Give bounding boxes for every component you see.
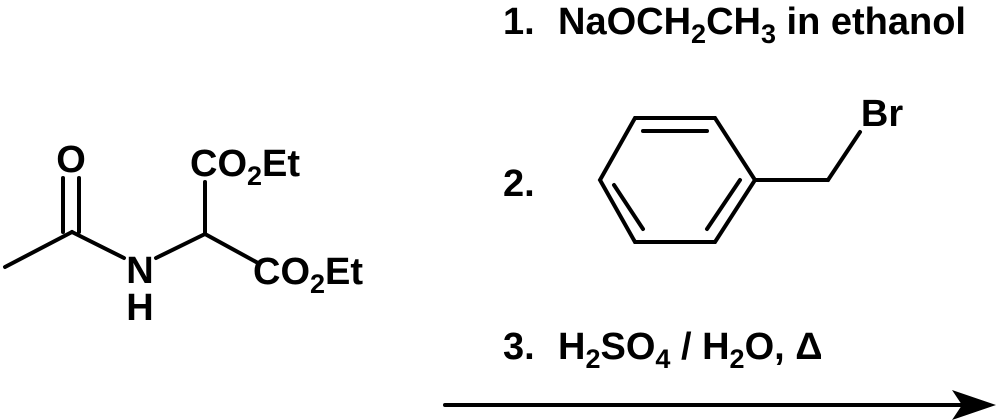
group-ester-bottom: CO2Et [253, 251, 363, 299]
step-1-segment: in ethanol [776, 1, 966, 43]
atom-bromine: Br [861, 93, 903, 135]
step-1-number: 1. [503, 1, 535, 43]
atom-carbonyl-oxygen: O [56, 139, 86, 181]
benzene-ring [597, 116, 758, 244]
step-1-conditions: NaOCH2CH3 in ethanol [558, 1, 966, 49]
ester-bottom-sub: 2 [310, 269, 325, 299]
bond-alpha-ester-bottom [203, 232, 260, 265]
step-3-segment: O, Δ [745, 326, 823, 368]
step-2: 2. Br [503, 93, 903, 244]
atom-amide-hydrogen: H [126, 287, 153, 329]
step-3-segment: 2 [585, 344, 600, 374]
step-3-segment: / H [670, 326, 729, 368]
ring-double-bond-left [612, 183, 645, 231]
ester-top-rest: Et [262, 143, 300, 185]
step-3-segment: SO [600, 326, 655, 368]
ring-double-bond-right [705, 178, 742, 231]
reactant-structure: O N H CO2Et CO2Et [3, 139, 363, 329]
step-2-number: 2. [503, 163, 535, 205]
step-3-conditions: H2SO4 / H2O, Δ [558, 326, 823, 374]
ester-top-main: CO [190, 143, 247, 185]
step-3-segment: 4 [655, 344, 670, 374]
arrow-head [952, 390, 996, 420]
reaction-arrow [443, 390, 996, 420]
step-1-segment: 2 [691, 19, 706, 49]
step-3-segment: 2 [730, 344, 745, 374]
bond-carbonyl-nitrogen [70, 230, 126, 260]
bond-methyl-carbonyl [3, 230, 74, 269]
ester-bottom-rest: Et [325, 251, 363, 293]
group-ester-top: CO2Et [190, 143, 300, 191]
step-1: 1. NaOCH2CH3 in ethanol [503, 1, 966, 49]
benzyl-bromide-structure: Br [597, 93, 903, 244]
step-3-number: 3. [503, 326, 535, 368]
step-1-segment: CH [706, 1, 761, 43]
step-3-segment: H [558, 326, 585, 368]
step-3: 3. H2SO4 / H2O, Δ [503, 326, 823, 374]
bond-nitrogen-alpha [154, 232, 207, 260]
bond-ch2-br [826, 130, 862, 182]
step-1-segment: 3 [761, 19, 776, 49]
ester-top-sub: 2 [247, 161, 262, 191]
atom-nitrogen: N [126, 250, 153, 292]
step-1-segment: NaOCH [558, 1, 691, 43]
ester-bottom-main: CO [253, 251, 310, 293]
